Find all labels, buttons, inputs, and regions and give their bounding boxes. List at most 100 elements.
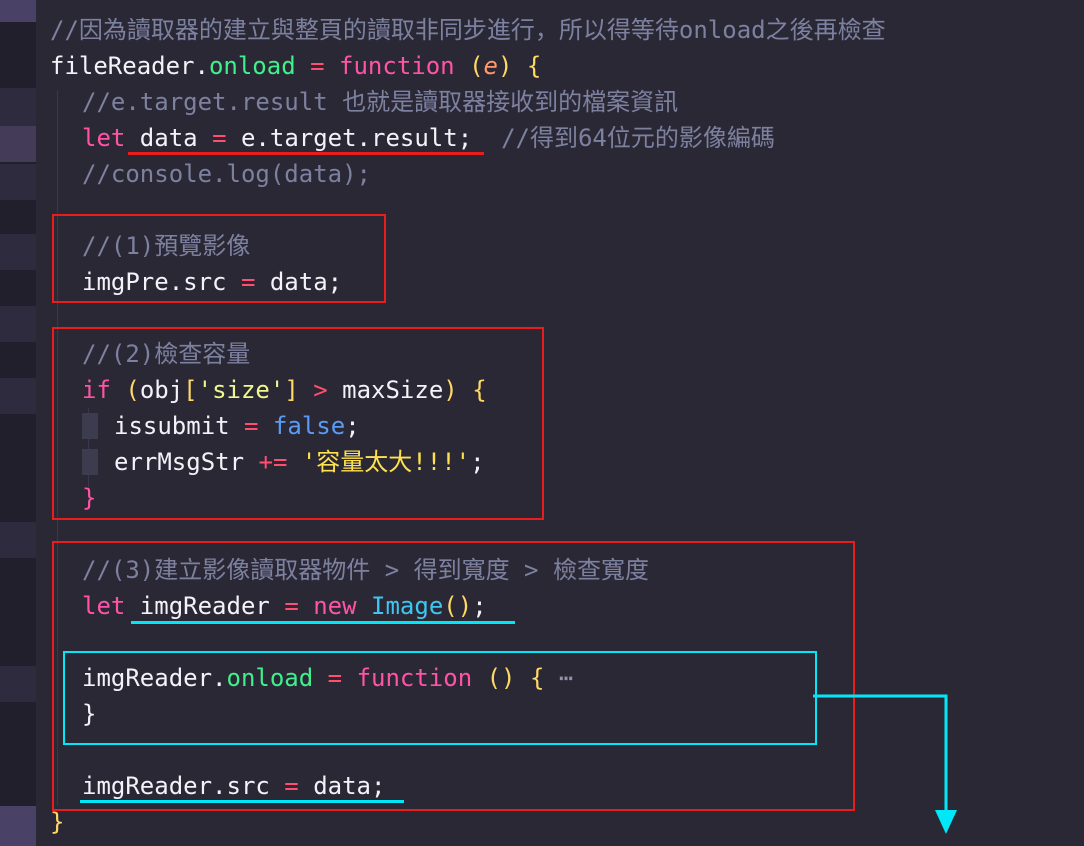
code-token: '容量太大!!!' xyxy=(301,448,471,476)
code-token: onload xyxy=(226,664,314,692)
code-token: ; xyxy=(470,448,485,476)
editor-gutter xyxy=(0,0,36,846)
code-line-15[interactable] xyxy=(0,516,1084,552)
code-token: ; xyxy=(345,412,360,440)
code-token xyxy=(299,592,313,620)
code-token xyxy=(259,412,273,440)
code-token: let xyxy=(82,592,126,620)
whitespace-highlight xyxy=(82,449,98,475)
code-line-9[interactable] xyxy=(0,300,1084,336)
code-token xyxy=(111,376,125,404)
code-token: ] xyxy=(284,376,299,404)
code-token: ) xyxy=(497,52,513,80)
minimap-block xyxy=(0,234,36,270)
code-token: { xyxy=(529,664,545,692)
code-token: { xyxy=(526,52,542,80)
minimap-block xyxy=(0,666,36,702)
code-token: imgReader. xyxy=(82,664,227,692)
code-token: //(2)檢查容量 xyxy=(82,340,251,368)
code-line-1[interactable]: //因為讀取器的建立與整頁的讀取非同步進行，所以得等待onload之後再檢查 xyxy=(0,12,1084,48)
code-token: maxSize xyxy=(327,376,444,404)
code-token: } xyxy=(50,808,65,836)
minimap-block xyxy=(0,164,36,200)
code-token: () xyxy=(443,592,473,620)
code-token: //(3)建立影像讀取器物件 > 得到寬度 > 檢查寬度 xyxy=(82,556,649,584)
code-token: //e.target.result 也就是讀取器接收到的檔案資訊 xyxy=(82,88,679,116)
code-line-4[interactable]: let data = e.target.result; //得到64位元的影像編… xyxy=(0,120,1084,156)
code-token: = xyxy=(212,124,227,152)
code-token xyxy=(325,52,339,80)
code-line-19[interactable]: imgReader.onload = function () { ⋯ xyxy=(0,660,1084,696)
code-token: imgReader.src xyxy=(82,772,285,800)
code-token: new xyxy=(313,592,357,620)
code-line-5[interactable]: //console.log(data); xyxy=(0,156,1084,192)
code-line-16[interactable]: //(3)建立影像讀取器物件 > 得到寬度 > 檢查寬度 xyxy=(0,552,1084,588)
code-line-18[interactable] xyxy=(0,624,1084,660)
code-token xyxy=(458,376,472,404)
code-token xyxy=(516,664,530,692)
code-token xyxy=(342,664,356,692)
code-line-13[interactable]: errMsgStr += '容量太大!!!'; xyxy=(0,444,1084,480)
code-token: imgPre.src xyxy=(82,268,241,296)
code-token: if xyxy=(82,376,111,404)
code-line-17[interactable]: let imgReader = new Image(); xyxy=(0,588,1084,624)
minimap-block xyxy=(0,806,36,846)
code-token: ( xyxy=(469,52,484,80)
minimap-block xyxy=(0,126,36,162)
code-token: [ xyxy=(183,376,198,404)
code-token xyxy=(313,664,327,692)
minimap-block xyxy=(0,378,36,414)
code-token xyxy=(299,376,313,404)
code-line-2[interactable]: fileReader.onload = function (e) { xyxy=(0,48,1084,84)
code-token: //得到64位元的影像編碼 xyxy=(501,124,775,152)
code-token: } xyxy=(82,484,97,512)
code-line-10[interactable]: //(2)檢查容量 xyxy=(0,336,1084,372)
code-line-6[interactable] xyxy=(0,192,1084,228)
code-token: > xyxy=(313,376,328,404)
code-line-21[interactable] xyxy=(0,732,1084,768)
code-token: obj xyxy=(139,376,184,404)
code-token xyxy=(472,664,486,692)
code-token xyxy=(455,52,469,80)
code-token: //console.log(data); xyxy=(82,160,371,188)
code-token: 'size' xyxy=(197,376,285,404)
code-token: += xyxy=(258,448,288,476)
code-token xyxy=(287,448,301,476)
code-token xyxy=(544,664,558,692)
code-token: false xyxy=(272,412,346,440)
code-token: = xyxy=(284,772,299,800)
code-token: issubmit xyxy=(114,412,245,440)
code-line-20[interactable]: } xyxy=(0,696,1084,732)
code-line-14[interactable]: } xyxy=(0,480,1084,516)
code-line-22[interactable]: imgReader.src = data; xyxy=(0,768,1084,804)
code-token: imgReader xyxy=(125,592,285,620)
code-line-7[interactable]: //(1)預覽影像 xyxy=(0,228,1084,264)
minimap-block xyxy=(0,88,36,126)
code-token: //(1)預覽影像 xyxy=(82,232,251,260)
code-line-3[interactable]: //e.target.result 也就是讀取器接收到的檔案資訊 xyxy=(0,84,1084,120)
indent-guide xyxy=(57,90,58,806)
code-token xyxy=(512,52,526,80)
code-token: () xyxy=(486,664,516,692)
whitespace-highlight xyxy=(82,413,98,439)
minimap-block xyxy=(0,0,36,22)
code-token: = xyxy=(244,412,259,440)
minimap-block xyxy=(0,522,36,558)
code-token: onload xyxy=(208,52,296,80)
code-token xyxy=(357,592,371,620)
code-token: ( xyxy=(125,376,140,404)
code-line-12[interactable]: issubmit = false; xyxy=(0,408,1084,444)
code-line-23[interactable]: } xyxy=(0,804,1084,840)
code-line-11[interactable]: if (obj['size'] > maxSize) { xyxy=(0,372,1084,408)
code-token: ; xyxy=(472,592,487,620)
code-token: } xyxy=(82,700,97,728)
code-token: = xyxy=(310,52,325,80)
code-line-8[interactable]: imgPre.src = data; xyxy=(0,264,1084,300)
code-token xyxy=(296,52,310,80)
code-token: //因為讀取器的建立與整頁的讀取非同步進行，所以得等待onload之後再檢查 xyxy=(50,16,886,44)
code-token: fileReader. xyxy=(50,52,209,80)
code-token: e xyxy=(483,52,498,80)
code-token: errMsgStr xyxy=(114,448,259,476)
code-token: = xyxy=(284,592,299,620)
